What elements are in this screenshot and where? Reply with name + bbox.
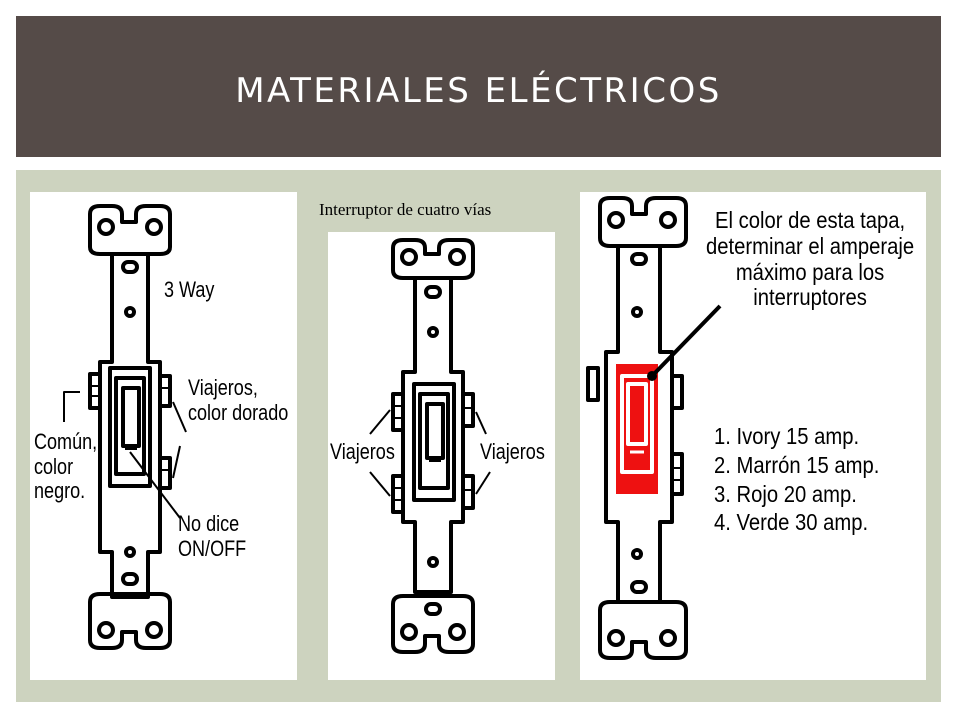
amperage-switch-panel: El color de esta tapa, determinar el amp… [580,192,926,680]
no-onoff-label: No dice ON/OFF [178,511,247,561]
amperage-switch-diagram [586,196,722,660]
amperage-note: El color de esta tapa, determinar el amp… [706,207,915,311]
travelers-terminal-label: Viajeros, color dorado [188,375,289,425]
four-way-switch-diagram [369,238,491,654]
rating-item: 1. Ivory 15 amp. [714,423,860,449]
four-way-caption: Interruptor de cuatro vías [319,200,492,219]
travelers-left-label: Viajeros [330,439,395,464]
three-way-switch-panel: 3 Way Común, color negro. Viajeros, colo… [30,192,297,680]
rating-item: 4. Verde 30 amp. [714,509,869,536]
three-way-label: 3 Way [164,277,215,302]
travelers-right-label: Viajeros [480,439,545,464]
common-terminal-label: Común, color negro. [34,429,98,504]
three-way-switch-diagram [63,204,187,650]
amperage-ratings-list: 1. Ivory 15 amp. 2. Marrón 15 amp. 3. Ro… [714,423,902,536]
four-way-switch-panel: Viajeros Viajeros [328,232,555,680]
title-bar: MATERIALES ELÉCTRICOS [16,16,941,157]
rating-item: 3. Rojo 20 amp. [714,480,857,507]
rating-item: 2. Marrón 15 amp. [714,451,880,478]
slide-title: MATERIALES ELÉCTRICOS [235,70,722,111]
